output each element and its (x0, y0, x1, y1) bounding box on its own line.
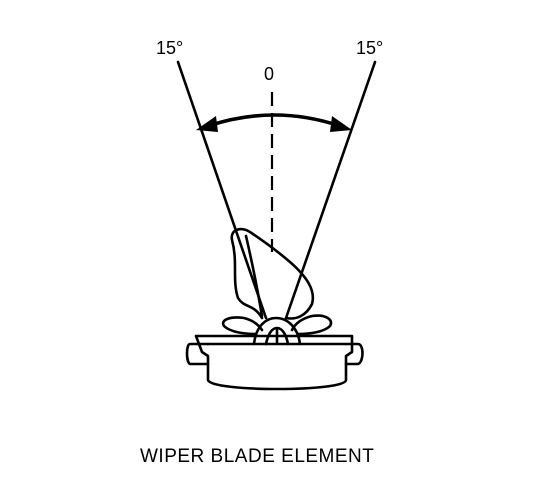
center-angle-label: 0 (264, 64, 274, 84)
blade-hinge (252, 316, 302, 346)
carrier-clip-right (344, 342, 364, 366)
angle-arrowhead-left (196, 116, 218, 132)
wiper-wing-right (290, 314, 333, 336)
diagram-caption: WIPER BLADE ELEMENT (140, 446, 374, 467)
blade-carrier (194, 334, 354, 391)
left-angle-label: 15° (156, 38, 183, 58)
wiper-lip-fold (244, 234, 264, 318)
angle-arc (206, 113, 342, 128)
right-limit-line (284, 60, 377, 320)
angle-arrowhead-right (330, 116, 352, 132)
left-limit-line (176, 60, 268, 320)
carrier-clip-left (185, 342, 210, 366)
wiper-wing-left (221, 316, 264, 336)
right-angle-label: 15° (356, 38, 383, 58)
wiper-lip (230, 227, 315, 320)
